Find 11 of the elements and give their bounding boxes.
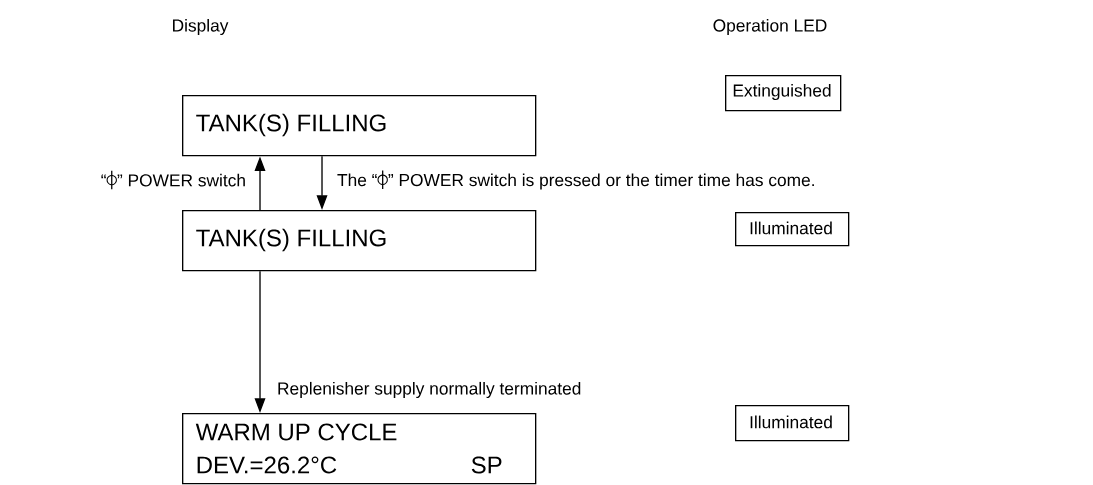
display-box: WARM UP CYCLE DEV.=26.2°C SP xyxy=(182,413,537,485)
column-heading: Operation LED xyxy=(713,18,827,36)
edge-label: Replenisher supply normally terminated xyxy=(275,380,583,400)
led-status-box: Illuminated xyxy=(735,405,850,442)
edge-label: The “⌽” POWER switch is pressed or the timer time has come. xyxy=(335,169,817,191)
display-box: TANK(S) FILLING xyxy=(182,95,537,157)
led-status-box: Extinguished xyxy=(725,75,842,112)
edge-label: “⌽” POWER switch xyxy=(99,169,248,191)
display-box: TANK(S) FILLING xyxy=(182,210,537,272)
column-heading: Display xyxy=(173,18,229,36)
led-status-box: Illuminated xyxy=(735,212,850,247)
